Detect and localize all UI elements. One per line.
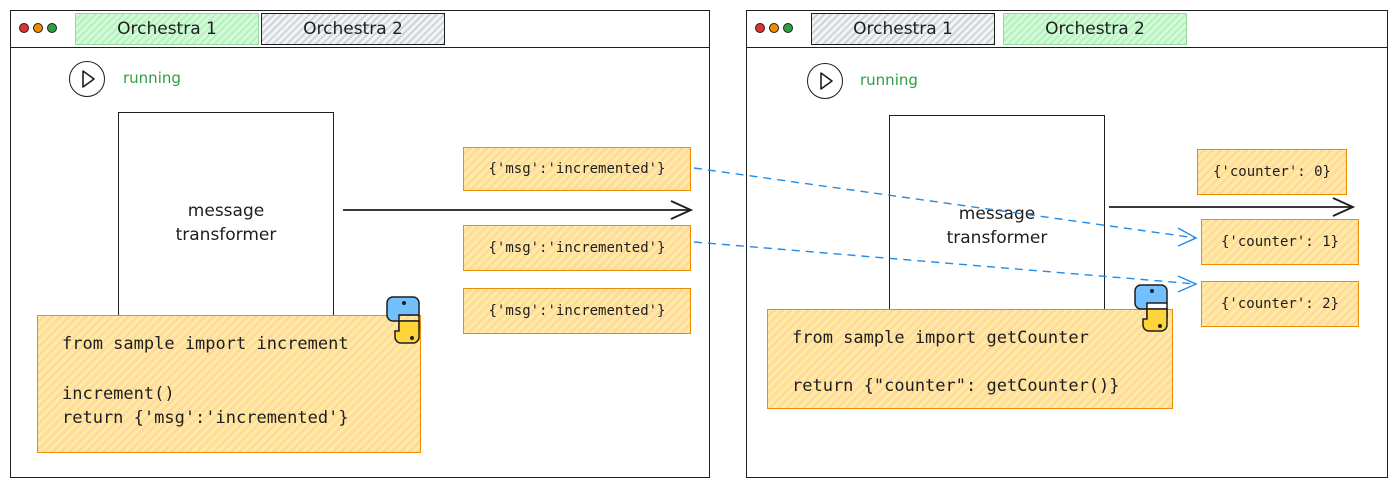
window-orchestra-2: Orchestra 1 Orchestra 2 running message … bbox=[746, 10, 1388, 478]
code-block[interactable]: from sample import increment increment()… bbox=[37, 315, 421, 453]
play-icon bbox=[820, 72, 833, 90]
minimize-dot-icon[interactable] bbox=[33, 23, 43, 33]
window-controls bbox=[19, 23, 57, 33]
tab-orchestra-1[interactable]: Orchestra 1 bbox=[811, 13, 995, 45]
counter-message-1: {'counter': 1} bbox=[1201, 219, 1359, 265]
code-line: return {'msg':'incremented'} bbox=[62, 408, 349, 428]
transformer-label-line-1: message bbox=[187, 201, 265, 221]
output-arrow bbox=[343, 200, 694, 220]
play-icon bbox=[82, 70, 95, 88]
code-line: increment() bbox=[62, 384, 175, 404]
code-line: from sample import getCounter bbox=[792, 328, 1089, 348]
tab-orchestra-1[interactable]: Orchestra 1 bbox=[75, 13, 259, 45]
window-orchestra-1: Orchestra 1 Orchestra 2 running message … bbox=[10, 10, 710, 478]
status-label: running bbox=[123, 69, 181, 87]
play-button[interactable] bbox=[807, 63, 843, 99]
output-message-2: {'msg':'incremented'} bbox=[463, 225, 691, 271]
counter-message-0: {'counter': 0} bbox=[1197, 149, 1347, 195]
close-dot-icon[interactable] bbox=[19, 23, 29, 33]
window-controls bbox=[755, 23, 793, 33]
minimize-dot-icon[interactable] bbox=[769, 23, 779, 33]
status-label: running bbox=[860, 71, 918, 89]
output-message-1: {'msg':'incremented'} bbox=[463, 147, 691, 191]
transformer-label: message transformer bbox=[119, 199, 333, 247]
python-logo-icon bbox=[386, 296, 420, 344]
maximize-dot-icon[interactable] bbox=[47, 23, 57, 33]
close-dot-icon[interactable] bbox=[755, 23, 765, 33]
code-line: return {"counter": getCounter()} bbox=[792, 376, 1120, 396]
play-button[interactable] bbox=[69, 61, 105, 97]
code-line: from sample import increment bbox=[62, 334, 349, 354]
transformer-label-line-2: transformer bbox=[175, 225, 277, 245]
message-transformer-box[interactable]: message transformer bbox=[118, 112, 334, 328]
output-message-3: {'msg':'incremented'} bbox=[463, 288, 691, 334]
code-block[interactable]: from sample import getCounter return {"c… bbox=[767, 309, 1173, 409]
title-bar: Orchestra 1 Orchestra 2 bbox=[747, 11, 1387, 48]
counter-message-2: {'counter': 2} bbox=[1201, 281, 1359, 327]
python-logo-icon bbox=[1134, 284, 1168, 332]
title-bar: Orchestra 1 Orchestra 2 bbox=[11, 11, 709, 48]
tab-orchestra-2[interactable]: Orchestra 2 bbox=[1003, 13, 1187, 45]
tab-orchestra-2[interactable]: Orchestra 2 bbox=[261, 13, 445, 45]
maximize-dot-icon[interactable] bbox=[783, 23, 793, 33]
